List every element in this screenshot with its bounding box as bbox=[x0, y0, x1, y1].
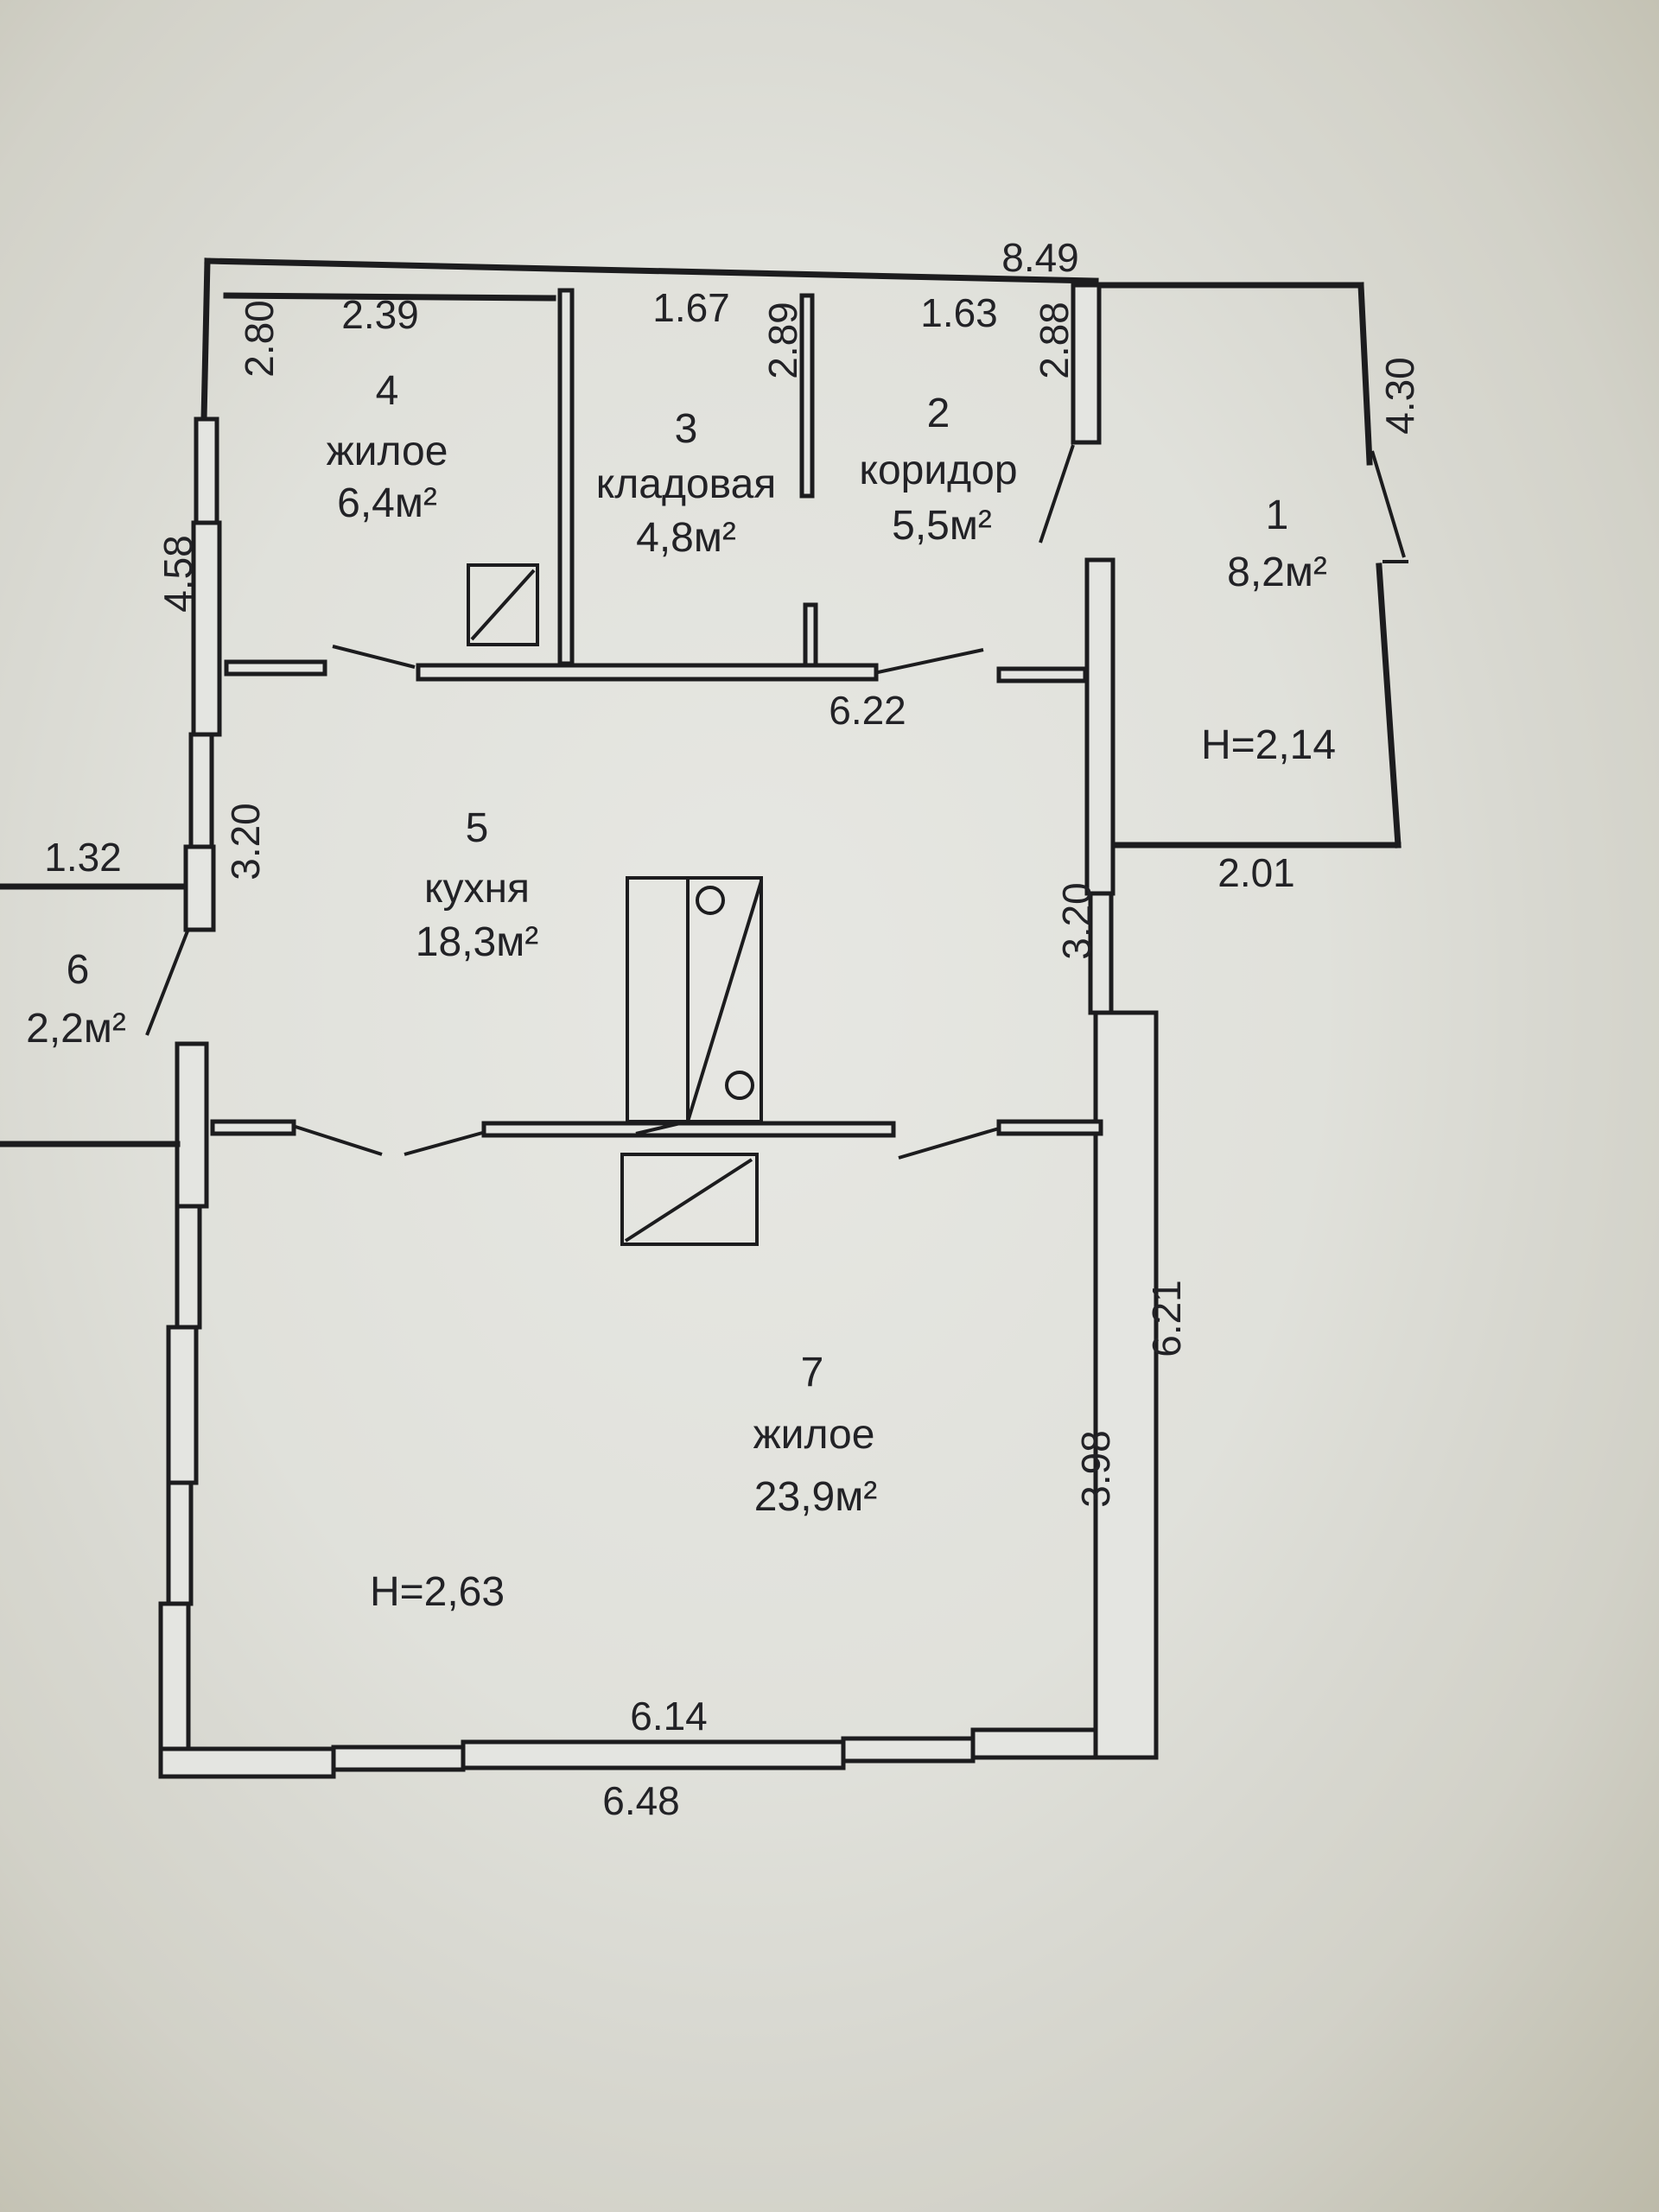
doors bbox=[145, 444, 1408, 1160]
interior-walls bbox=[0, 288, 1103, 1147]
room-3-area: 4,8м² bbox=[636, 515, 736, 561]
room-4-area: 6,4м² bbox=[337, 480, 437, 526]
room-6: 6 2,2м² bbox=[26, 947, 126, 1052]
dim-right-total: 6.21 bbox=[1144, 1280, 1189, 1357]
window-bottom-right bbox=[841, 1736, 976, 1764]
dim-bottom-inner: 6.14 bbox=[630, 1694, 708, 1738]
dim-bottom-outer: 6.48 bbox=[602, 1778, 680, 1823]
dim-corridor-wall: 6.22 bbox=[829, 688, 906, 733]
outer-walls bbox=[158, 257, 1402, 1779]
veranda-height: H=2,14 bbox=[1201, 722, 1336, 768]
room-2-name: коридор bbox=[859, 448, 1017, 493]
dim-kitchen-left: 3.20 bbox=[223, 803, 268, 880]
room-1-area: 8,2м² bbox=[1227, 550, 1327, 595]
room-3-name: кладовая bbox=[596, 461, 777, 507]
room-5-number: 5 bbox=[466, 805, 489, 851]
partition-4-3 bbox=[557, 288, 575, 666]
window-kitchen-upper bbox=[188, 732, 214, 849]
room-6-area: 2,2м² bbox=[26, 1006, 126, 1052]
room-4: 4 жилое 6,4м² bbox=[327, 368, 448, 526]
wall-segment-left-lower bbox=[175, 1041, 209, 1209]
partition-3-2-stub bbox=[803, 602, 818, 668]
room-4-number: 4 bbox=[376, 368, 399, 414]
room-1: 1 8,2м² H=2,14 bbox=[1201, 493, 1336, 768]
window-bottom-left bbox=[331, 1745, 466, 1772]
kitchen-oven bbox=[626, 876, 763, 1135]
partition-kitchen-top bbox=[416, 663, 879, 682]
dim-room4-width: 2.39 bbox=[341, 292, 419, 337]
room-1-number: 1 bbox=[1266, 493, 1289, 538]
stove-fixture bbox=[467, 563, 539, 646]
wall-room2-veranda bbox=[1071, 283, 1102, 445]
dim-room2-width: 1.63 bbox=[920, 290, 998, 335]
room-5-name: кухня bbox=[424, 866, 530, 912]
dim-veranda-width: 2.01 bbox=[1217, 850, 1295, 895]
room-7: 7 жилое 23,9м² H=2,63 bbox=[370, 1350, 877, 1615]
dim-room3-height: 2.89 bbox=[760, 302, 805, 379]
window-room4 bbox=[194, 416, 219, 525]
room-2-area: 5,5м² bbox=[892, 503, 992, 549]
room-2: 2 коридор 5,5м² bbox=[859, 391, 1017, 549]
room-7-area: 23,9м² bbox=[754, 1474, 877, 1520]
room-2-number: 2 bbox=[927, 391, 950, 436]
wall-segment-porch bbox=[183, 844, 216, 932]
main-height: H=2,63 bbox=[370, 1569, 505, 1615]
dim-kitchen-right: 3.20 bbox=[1054, 882, 1099, 960]
room-3: 3 кладовая 4,8м² bbox=[596, 406, 777, 561]
wall-bottom-left bbox=[158, 1746, 336, 1779]
room-5-area: 18,3м² bbox=[416, 919, 538, 965]
room-6-number: 6 bbox=[67, 947, 90, 993]
window-room7-upper bbox=[175, 1204, 202, 1330]
room-7-name: жилое bbox=[753, 1412, 875, 1458]
wall-right-upper bbox=[1084, 557, 1116, 896]
room-5: 5 кухня 18,3м² bbox=[416, 805, 538, 965]
dimensions: 8.49 2.39 1.67 1.63 6.22 2.01 1.32 6.14 … bbox=[44, 235, 1422, 1823]
room-4-name: жилое bbox=[327, 429, 448, 474]
room-7-number: 7 bbox=[801, 1350, 824, 1395]
window-room7-lower bbox=[166, 1480, 194, 1606]
dim-veranda-height: 4.30 bbox=[1377, 357, 1422, 435]
partition-3-2 bbox=[799, 293, 815, 499]
room-3-number: 3 bbox=[675, 406, 698, 452]
dim-left-upper: 4.58 bbox=[156, 535, 200, 613]
room7-stove bbox=[620, 1153, 759, 1246]
dim-room3-width: 1.67 bbox=[652, 285, 730, 330]
wall-segment-left bbox=[191, 520, 222, 737]
dim-room4-height: 2.80 bbox=[237, 300, 282, 378]
wall-segment-room7 bbox=[166, 1325, 199, 1485]
dim-room2-height: 2.88 bbox=[1032, 302, 1077, 379]
dim-room7-right: 3.98 bbox=[1073, 1430, 1118, 1508]
dim-top-total: 8.49 bbox=[1001, 235, 1079, 280]
dim-porch-width: 1.32 bbox=[44, 835, 122, 880]
wall-bottom-middle bbox=[461, 1739, 846, 1770]
partition-kitchen-bottom bbox=[481, 1121, 896, 1138]
